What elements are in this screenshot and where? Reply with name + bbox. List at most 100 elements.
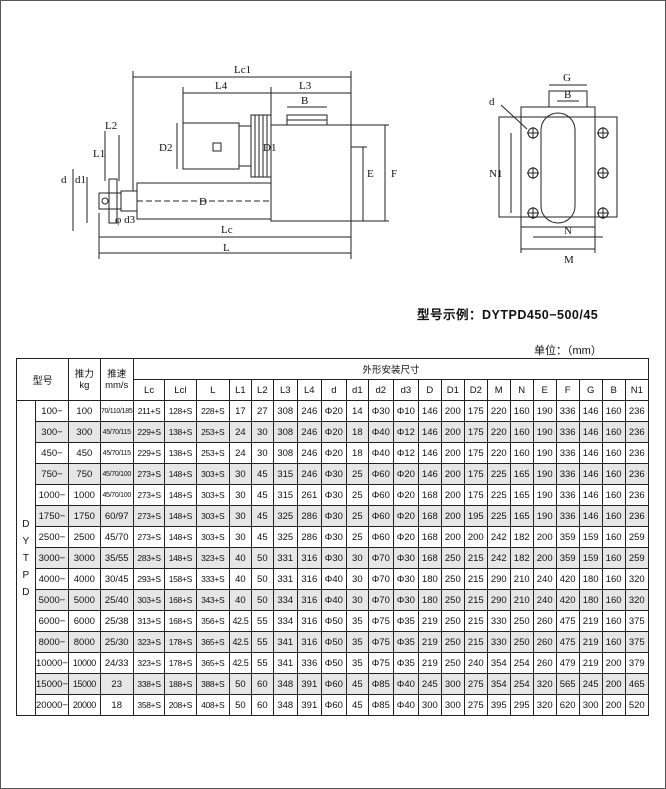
cell-l1: 42.5 xyxy=(228,631,252,653)
header-dim-g: G xyxy=(578,379,603,401)
cell-l: 388+S xyxy=(195,673,230,695)
header-dim-d: d xyxy=(320,379,347,401)
cell-e: 240 xyxy=(532,568,557,590)
label-N: N xyxy=(564,225,572,237)
header-thrust: 推力 kg xyxy=(68,358,101,401)
header-dim-m: M xyxy=(486,379,511,401)
cell-b: 160 xyxy=(601,463,626,485)
cell-speed: 60/97 xyxy=(99,505,134,527)
cell-l1: 17 xyxy=(228,400,252,422)
cell-d2: 275 xyxy=(463,673,488,695)
cell-model: 5000− xyxy=(34,589,70,611)
cell-lcl: 178+S xyxy=(164,631,197,653)
cell-b: 160 xyxy=(601,421,626,443)
cell-m: 242 xyxy=(486,547,511,569)
cell-lc: 229+S xyxy=(132,442,166,464)
cell-e: 190 xyxy=(532,484,557,506)
cell-d1: 250 xyxy=(440,547,465,569)
cell-n1: 375 xyxy=(624,610,650,632)
cell-m: 220 xyxy=(486,442,511,464)
cell-d: 168 xyxy=(417,547,442,569)
cell-g: 159 xyxy=(578,547,603,569)
cell-d1: 250 xyxy=(440,568,465,590)
cell-l: 303+S xyxy=(195,484,230,506)
cell-speed: 45/70/100 xyxy=(99,463,134,485)
cell-d: Φ30 xyxy=(320,547,347,569)
cell-d2: 200 xyxy=(463,526,488,548)
cell-f: 336 xyxy=(555,484,580,506)
cell-n: 160 xyxy=(509,421,534,443)
cell-model: 4000− xyxy=(34,568,70,590)
cell-l1: 42.5 xyxy=(228,652,252,674)
cell-thrust: 750 xyxy=(68,463,101,485)
cell-e: 320 xyxy=(532,673,557,695)
cell-n1: 375 xyxy=(624,631,650,653)
label-D1: D1 xyxy=(263,142,276,154)
cell-f: 336 xyxy=(555,463,580,485)
cell-model: 20000− xyxy=(34,694,70,716)
cell-m: 225 xyxy=(486,505,511,527)
cell-l: 303+S xyxy=(195,526,230,548)
cell-model: 6000− xyxy=(34,610,70,632)
cell-lc: 323+S xyxy=(132,631,166,653)
cell-f: 565 xyxy=(555,673,580,695)
cell-speed: 45/70/115 xyxy=(99,421,134,443)
cell-speed: 70/110/185 xyxy=(99,400,134,422)
cell-e: 200 xyxy=(532,526,557,548)
cell-l2: 55 xyxy=(250,610,274,632)
cell-d: Φ50 xyxy=(320,652,347,674)
label-d-side: d xyxy=(489,96,495,108)
header-dim-d1: d1 xyxy=(345,379,369,401)
cell-m: 225 xyxy=(486,463,511,485)
cell-l2: 60 xyxy=(250,694,274,716)
cell-model: 8000− xyxy=(34,631,70,653)
cell-speed: 45/70/115 xyxy=(99,442,134,464)
cell-l2: 30 xyxy=(250,442,274,464)
cell-d2: Φ85 xyxy=(367,694,394,716)
header-dim-d2: D2 xyxy=(463,379,488,401)
cell-n: 210 xyxy=(509,568,534,590)
cell-l3: 334 xyxy=(272,610,298,632)
cell-model: 1750− xyxy=(34,505,70,527)
header-dim-d1: D1 xyxy=(440,379,465,401)
cell-d2: 215 xyxy=(463,568,488,590)
cell-d2: 175 xyxy=(463,421,488,443)
cell-l1: 40 xyxy=(228,547,252,569)
cell-d3: Φ20 xyxy=(392,484,419,506)
cell-d1: 45 xyxy=(345,694,369,716)
cell-n: 182 xyxy=(509,526,534,548)
cell-d2: Φ75 xyxy=(367,610,394,632)
header-dim-d: D xyxy=(417,379,442,401)
cell-d: Φ40 xyxy=(320,568,347,590)
cell-lcl: 148+S xyxy=(164,526,197,548)
header-dim-d2: d2 xyxy=(367,379,394,401)
label-B: B xyxy=(301,95,308,107)
cell-d: 146 xyxy=(417,463,442,485)
cell-lc: 293+S xyxy=(132,568,166,590)
cell-l2: 27 xyxy=(250,400,274,422)
cell-l1: 40 xyxy=(228,568,252,590)
label-L: L xyxy=(223,242,230,254)
cell-l3: 325 xyxy=(272,505,298,527)
cell-e: 260 xyxy=(532,631,557,653)
cell-l: 408+S xyxy=(195,694,230,716)
cell-l4: 246 xyxy=(296,463,322,485)
cell-n1: 259 xyxy=(624,547,650,569)
cell-d3: Φ40 xyxy=(392,673,419,695)
cell-n: 165 xyxy=(509,484,534,506)
cell-l1: 30 xyxy=(228,484,252,506)
cell-l2: 55 xyxy=(250,652,274,674)
cell-thrust: 4000 xyxy=(68,568,101,590)
cell-l3: 325 xyxy=(272,526,298,548)
header-dim-lcl: Lcl xyxy=(164,379,197,401)
cell-d2: Φ40 xyxy=(367,442,394,464)
cell-thrust: 5000 xyxy=(68,589,101,611)
